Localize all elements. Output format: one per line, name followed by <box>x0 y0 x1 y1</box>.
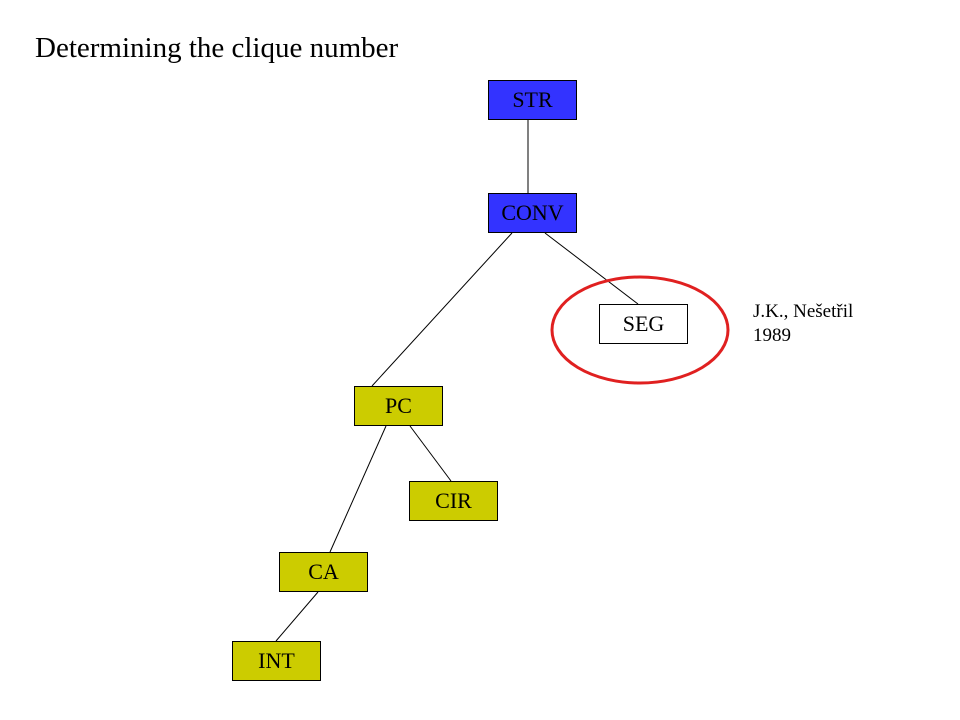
node-str: STR <box>488 80 577 120</box>
highlight-ring <box>550 275 730 385</box>
citation-authors: J.K., Nešetřil <box>753 301 854 322</box>
node-seg: SEG <box>599 304 688 344</box>
edge-pc-ca <box>329 425 387 553</box>
edge-conv-seg <box>544 232 639 305</box>
edge-pc-cir <box>409 425 452 482</box>
slide-title: Determining the clique number <box>35 32 399 64</box>
citation-year: 1989 <box>753 325 791 346</box>
node-int: INT <box>232 641 321 681</box>
edge-ca-int <box>275 591 319 642</box>
node-ca: CA <box>279 552 368 592</box>
edge-conv-pc <box>371 232 513 387</box>
node-conv: CONV <box>488 193 577 233</box>
node-pc: PC <box>354 386 443 426</box>
node-cir: CIR <box>409 481 498 521</box>
citation: J.K., Nešetřil 1989 <box>753 300 853 348</box>
